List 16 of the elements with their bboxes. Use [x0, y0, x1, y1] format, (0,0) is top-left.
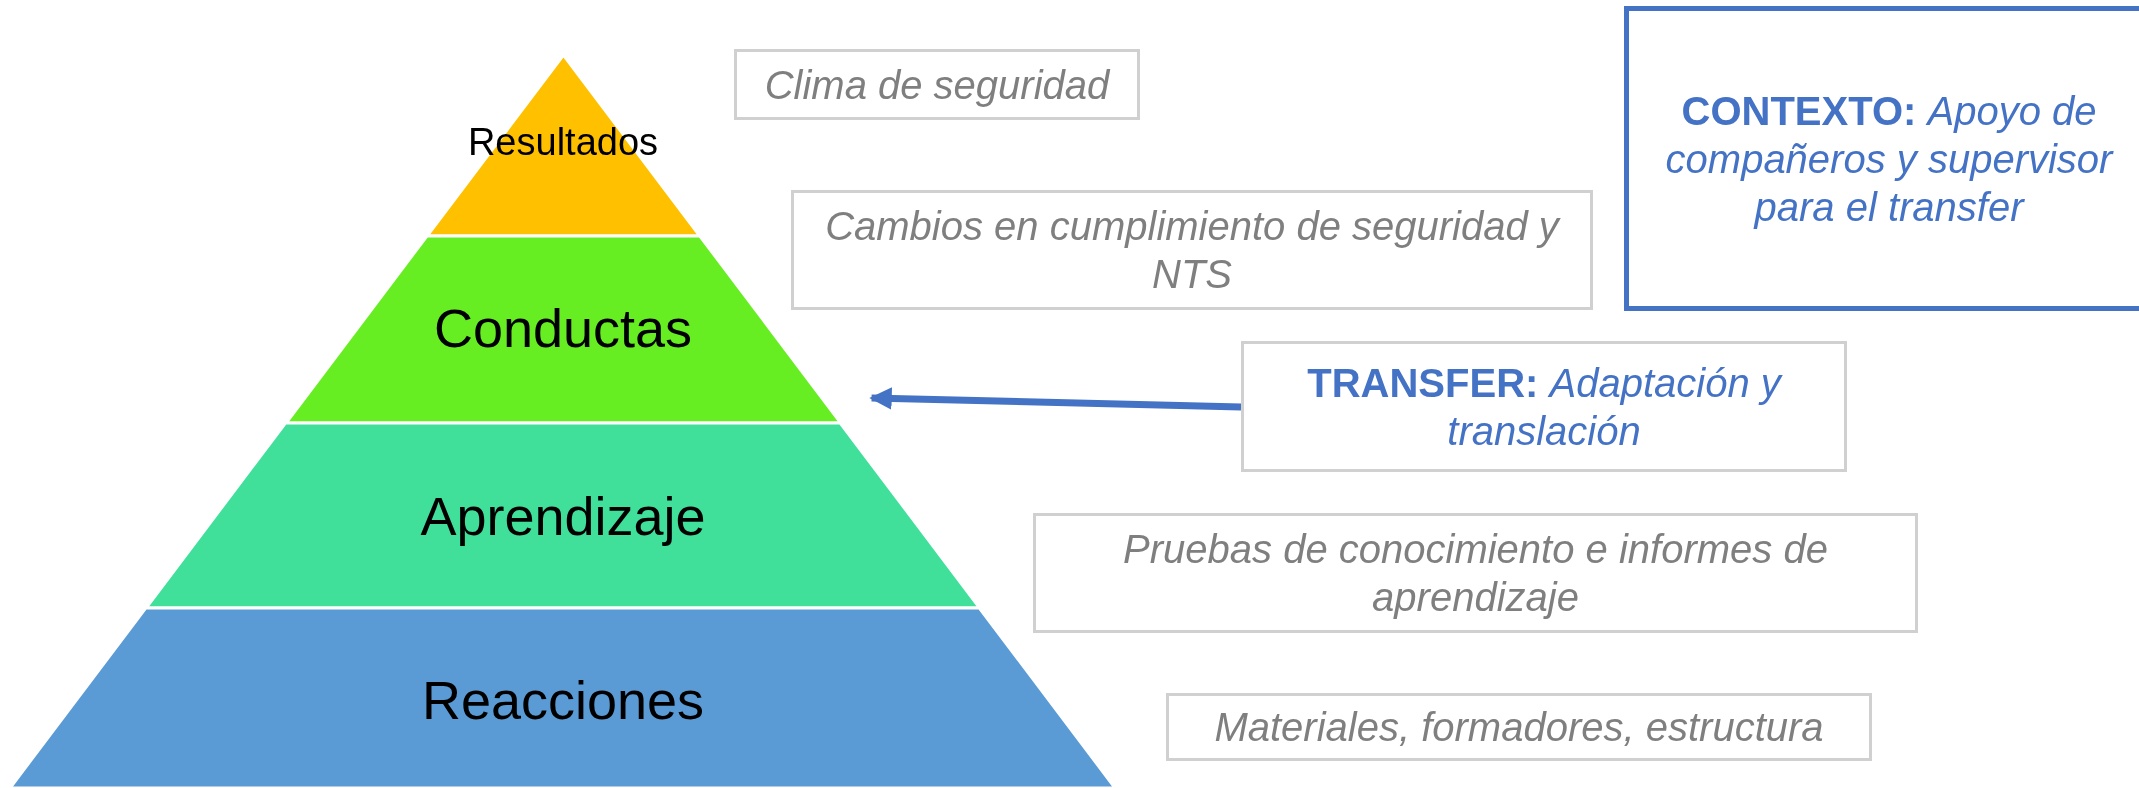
box-text: TRANSFER: Adaptación y translación [1306, 359, 1784, 455]
level-label: Conductas [433, 296, 693, 360]
context-box [1624, 6, 2139, 311]
level-label: Aprendizaje [420, 484, 706, 548]
text-box [791, 190, 1593, 310]
text-box [734, 49, 1140, 120]
text-box [1166, 693, 1872, 761]
box-text: Pruebas de conocimiento e informes de aprendizaje [1122, 526, 1829, 621]
box-text: Clima de seguridad [764, 61, 1110, 109]
text-box [1033, 513, 1918, 633]
box-text: Cambios en cumplimiento de seguridad y NTS [824, 203, 1562, 298]
arrow [869, 387, 1242, 411]
text-box [1241, 341, 1847, 472]
box-text: CONTEXTO: Apoyo de compañeros y supervisor para el transfer [1664, 87, 2115, 231]
box-text: Materiales, formadores, estructura [1214, 704, 1824, 751]
level-label: Reacciones [421, 668, 705, 732]
